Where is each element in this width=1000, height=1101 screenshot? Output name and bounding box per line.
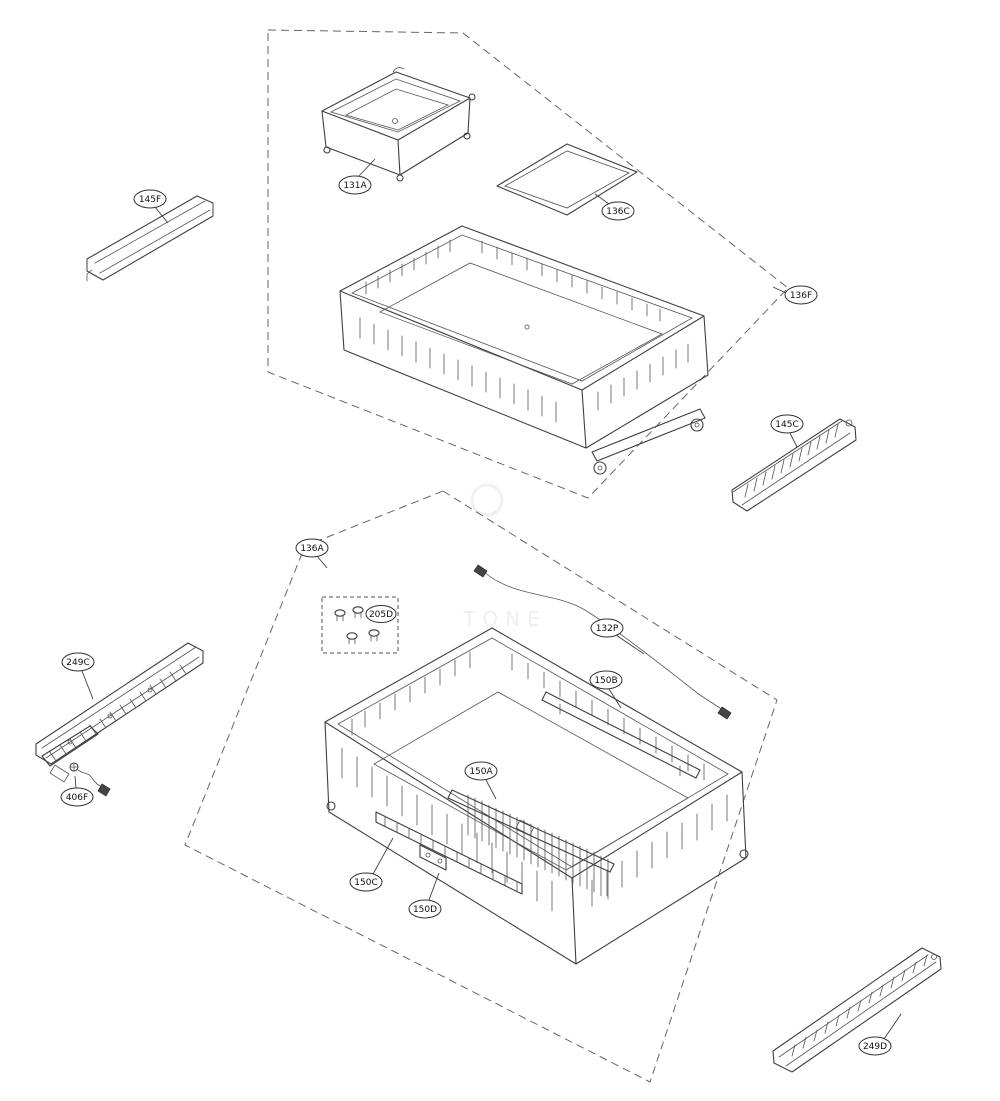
- callout-150D: 150D: [408, 872, 442, 919]
- part-slide-rail-249D: [772, 947, 942, 1073]
- upper-basket-slots-front-right: [597, 343, 689, 411]
- part-cross-bar-150A: [447, 789, 615, 873]
- callout-136C: 136C: [594, 193, 635, 221]
- lower-basket-slots-back-right: [511, 653, 705, 781]
- screw-cap-icon: [334, 606, 380, 645]
- callout-label: 145C: [775, 420, 798, 430]
- callout-label: 150A: [469, 767, 493, 777]
- watermark-logo: [470, 483, 504, 517]
- lower-basket-slots-front-left: [341, 747, 553, 912]
- callout-label: 136C: [606, 207, 629, 217]
- callout-150B: 150B: [589, 670, 623, 709]
- callout-249D: 249D: [858, 1013, 902, 1056]
- part-wire-harness-132P: [473, 564, 732, 720]
- part-screw-wire-406F: [69, 762, 111, 797]
- callout-150A: 150A: [464, 761, 498, 800]
- part-lower-basket: [324, 627, 749, 965]
- part-upper-tray-131A: [321, 67, 476, 182]
- callout-label: 249C: [66, 658, 89, 668]
- part-cover-panel-136C: [496, 143, 638, 216]
- upper-assembly-boundary: [267, 29, 789, 499]
- lower-basket-slots-back-left: [351, 651, 471, 736]
- upper-basket-slots-back-left: [365, 239, 451, 295]
- watermark: TONE: [462, 483, 547, 631]
- callout-249C: 249C: [61, 652, 95, 700]
- callout-label: 145F: [139, 195, 161, 205]
- callout-label: 150C: [354, 878, 377, 888]
- lower-assembly-boundary: [184, 490, 778, 1083]
- callout-145F: 145F: [133, 189, 169, 224]
- upper-basket-slots-front-left: [359, 317, 557, 423]
- callout-label: 150D: [413, 905, 437, 915]
- upper-basket-roller-rail: [591, 408, 706, 475]
- part-latch-bracket-150D: [419, 844, 447, 871]
- callout-132P: 132P: [590, 618, 645, 655]
- callout-label: 150B: [594, 676, 617, 686]
- part-slide-rail-249C: [35, 642, 204, 783]
- callout-150C: 150C: [349, 837, 394, 892]
- callout-406F: 406F: [60, 775, 94, 807]
- upper-basket-slots-back-right: [481, 240, 661, 322]
- callout-label: 132P: [596, 624, 619, 634]
- callout-136F: 136F: [772, 285, 818, 305]
- parts-box-205D: [321, 596, 399, 654]
- part-handle-strip-150C: [375, 811, 523, 895]
- callout-136A: 136A: [295, 538, 329, 569]
- callout-label: 205D: [369, 610, 393, 620]
- callout-205D: 205D: [365, 605, 397, 623]
- callout-label: 136A: [300, 544, 324, 554]
- callout-label: 249D: [863, 1042, 887, 1052]
- callout-label: 406F: [66, 793, 88, 803]
- part-upper-basket: [339, 225, 709, 475]
- part-rail-145C: [731, 418, 857, 512]
- part-divider-rail-150B: [541, 691, 701, 779]
- callout-131A: 131A: [338, 158, 376, 195]
- callout-145C: 145C: [770, 414, 804, 448]
- callout-label: 131A: [343, 181, 367, 191]
- lower-basket-slots-front-right: [591, 794, 728, 907]
- part-rail-145F: [86, 195, 214, 282]
- lower-basket-floor-grid: [467, 794, 609, 900]
- watermark-text: TONE: [462, 607, 547, 631]
- callout-label: 136F: [790, 291, 812, 301]
